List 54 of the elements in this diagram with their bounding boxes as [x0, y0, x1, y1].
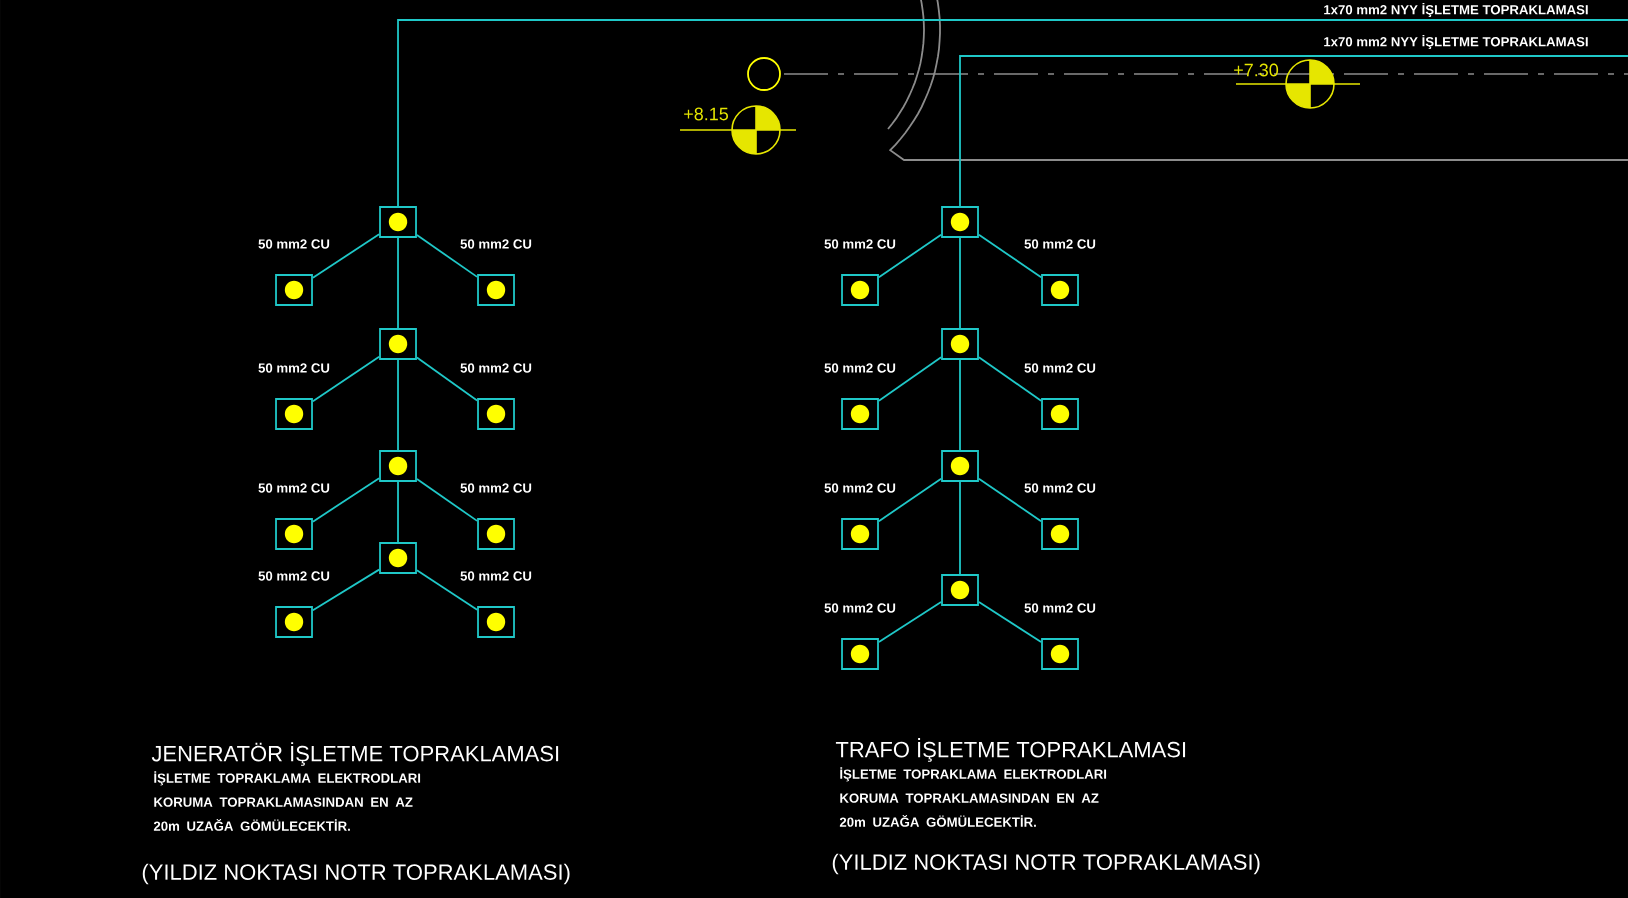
section-title: TRAFO İŞLETME TOPRAKLAMASI — [835, 738, 1186, 762]
level-text: +7.30 — [1234, 63, 1279, 77]
electrode-box — [1041, 274, 1079, 306]
cable-line — [878, 477, 942, 523]
junction-box — [941, 450, 979, 482]
cable-line — [878, 601, 942, 643]
cable-line — [416, 569, 478, 611]
junction-box — [941, 206, 979, 238]
junction-box — [379, 542, 417, 574]
cable-line — [397, 237, 399, 329]
cable-line — [959, 237, 961, 329]
electrode-box — [477, 606, 515, 638]
section-subtitle: (YILDIZ NOKTASI NOTR TOPRAKLAMASI) — [832, 853, 1260, 875]
junction-box — [379, 206, 417, 238]
electrode-box — [841, 518, 879, 550]
cable-line — [959, 359, 961, 451]
electrode-box — [477, 518, 515, 550]
electrode-box — [1041, 398, 1079, 430]
junction-box — [941, 328, 979, 360]
cable-line — [959, 55, 1628, 207]
cable-line — [312, 233, 380, 279]
electrode-box — [841, 274, 879, 306]
cable-line — [416, 356, 478, 402]
electrode-box — [275, 606, 313, 638]
section-subtitle: (YILDIZ NOKTASI NOTR TOPRAKLAMASI) — [142, 863, 570, 885]
electrode-box — [275, 518, 313, 550]
electrode-box — [275, 398, 313, 430]
cable-line — [416, 234, 478, 278]
cable-line — [397, 481, 399, 543]
junction-box — [379, 328, 417, 360]
cable-line — [397, 359, 399, 451]
electrode-box — [841, 398, 879, 430]
cable-line — [878, 356, 942, 402]
electrode-box — [1041, 518, 1079, 550]
cable-line — [416, 478, 478, 522]
cable-line — [312, 477, 380, 523]
cable-line — [312, 568, 380, 612]
cable-line — [978, 356, 1042, 402]
junction-box — [941, 574, 979, 606]
section-title: JENERATÖR İŞLETME TOPRAKLAMASI — [151, 742, 559, 766]
electrode-box — [477, 274, 515, 306]
cable-line — [978, 233, 1042, 279]
electrode-box — [477, 398, 515, 430]
electrode-box — [275, 274, 313, 306]
level-text: +8.15 — [684, 107, 728, 121]
cable-line — [978, 477, 1042, 523]
cable-line — [397, 19, 1628, 207]
junction-box — [379, 450, 417, 482]
electrode-box — [841, 638, 879, 670]
electrode-box — [1041, 638, 1079, 670]
cable-line — [312, 355, 380, 403]
cable-line — [878, 233, 942, 279]
cable-line — [978, 601, 1042, 643]
cable-line — [959, 481, 961, 575]
